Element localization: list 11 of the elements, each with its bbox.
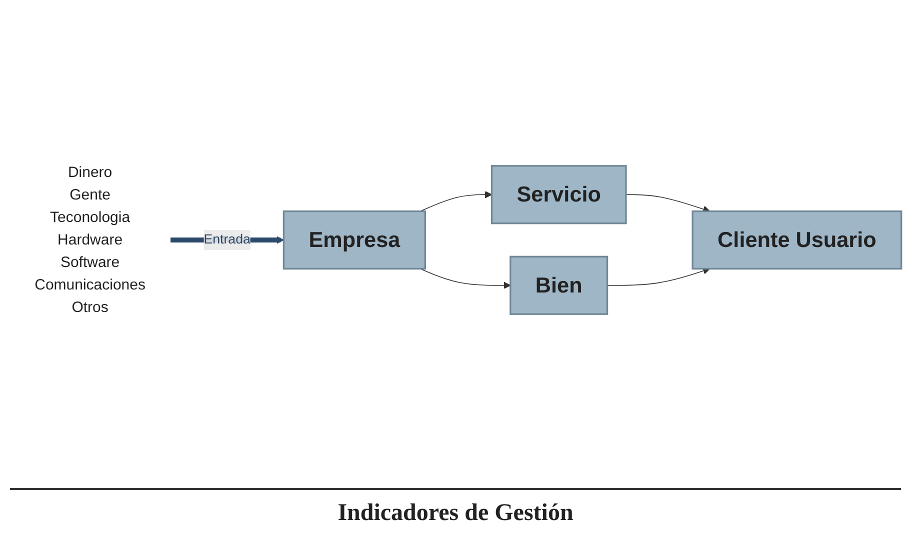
node-box: Servicio xyxy=(490,165,627,224)
node-box: Cliente Usuario xyxy=(692,210,902,270)
arrow xyxy=(420,268,511,290)
arrow xyxy=(606,267,710,286)
node-box: Bien xyxy=(510,256,608,315)
caption: Indicadores de Gestión xyxy=(338,500,574,527)
node-box: Empresa xyxy=(282,210,426,270)
arrow xyxy=(626,194,710,213)
edge-label: Entrada xyxy=(204,232,250,247)
arrow xyxy=(420,190,492,212)
node-text: Dinero Gente Teconologia Hardware Software Comunicaciones Otros xyxy=(34,164,146,316)
